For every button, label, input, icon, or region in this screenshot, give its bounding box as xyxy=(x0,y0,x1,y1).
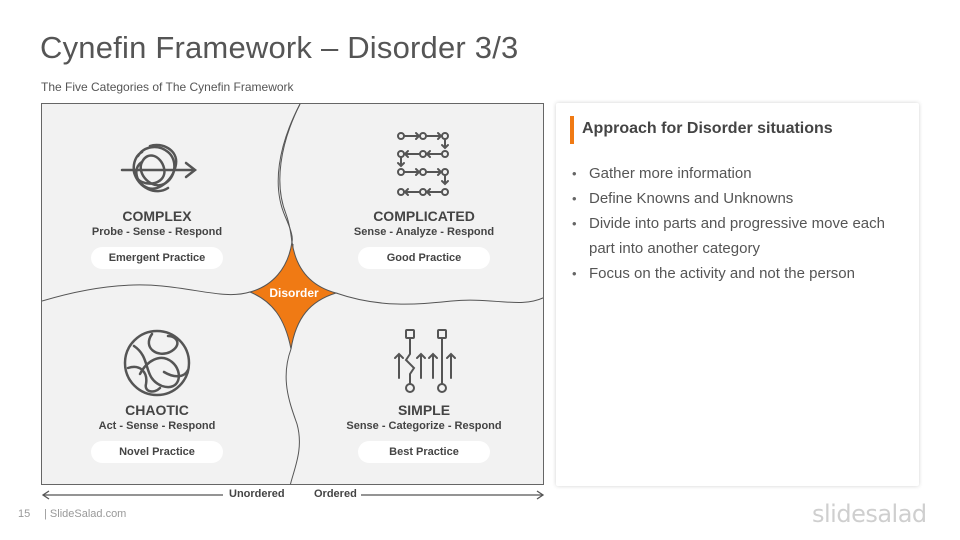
practice-badge: Novel Practice xyxy=(91,441,223,463)
domain-name: COMPLICATED xyxy=(373,208,475,224)
footer-site: | SlideSalad.com xyxy=(44,508,127,520)
domain-chaotic: CHAOTIC Act - Sense - Respond Novel Prac… xyxy=(42,328,277,463)
panel-heading: Approach for Disorder situations xyxy=(582,120,833,137)
domain-boundaries xyxy=(42,104,543,484)
domain-name: SIMPLE xyxy=(397,402,451,418)
process-flow-icon xyxy=(397,132,449,196)
slide-title: Cynefin Framework – Disorder 3/3 xyxy=(40,30,519,65)
domain-steps: Sense - Analyze - Respond xyxy=(353,226,495,238)
domain-simple: SIMPLE Sense - Categorize - Respond Best… xyxy=(304,328,543,463)
domain-steps: Probe - Sense - Respond xyxy=(91,226,223,238)
approach-panel: Approach for Disorder situations •Gather… xyxy=(556,103,919,486)
accent-bar xyxy=(570,116,574,144)
approach-list: •Gather more information •Define Knowns … xyxy=(572,161,907,286)
domain-steps: Act - Sense - Respond xyxy=(98,420,216,432)
axis-label-unordered: Unordered xyxy=(229,488,285,500)
domain-name: CHAOTIC xyxy=(125,402,189,418)
practice-badge: Emergent Practice xyxy=(91,247,223,269)
list-item: •Divide into parts and progressive move … xyxy=(572,215,885,257)
list-item: •Focus on the activity and not the perso… xyxy=(572,265,855,282)
page-number: 15 xyxy=(18,508,31,520)
simple-path-icon xyxy=(394,329,456,393)
order-axis: Unordered Ordered xyxy=(41,487,545,503)
tangled-arrow-icon xyxy=(120,143,198,193)
disorder-shape xyxy=(248,241,338,350)
practice-badge: Best Practice xyxy=(358,441,490,463)
domain-complex: COMPLEX Probe - Sense - Respond Emergent… xyxy=(42,132,277,269)
slide-subtitle: The Five Categories of The Cynefin Frame… xyxy=(41,80,294,94)
chaos-circle-icon xyxy=(123,329,191,397)
domain-complicated: COMPLICATED Sense - Analyze - Respond Go… xyxy=(304,130,543,269)
list-item: •Define Knowns and Unknowns xyxy=(572,190,794,207)
practice-badge: Good Practice xyxy=(358,247,490,269)
domain-steps: Sense - Categorize - Respond xyxy=(346,420,502,432)
list-item: •Gather more information xyxy=(572,165,752,182)
domain-name: COMPLEX xyxy=(122,208,192,224)
brand-logo: slidesalad xyxy=(812,500,927,528)
axis-arrows xyxy=(41,490,545,500)
cynefin-diagram: Disorder COMPLEX Probe - Sense - Respond… xyxy=(41,103,544,485)
disorder-label: Disorder xyxy=(269,286,319,300)
axis-label-ordered: Ordered xyxy=(314,488,357,500)
